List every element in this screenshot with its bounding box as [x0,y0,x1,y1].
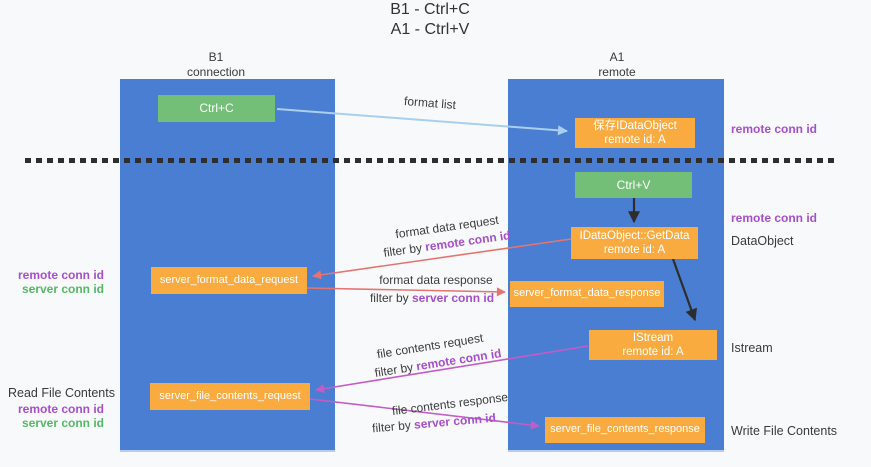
server-format-data-request-label: server_format_data_request [159,273,299,286]
lane-a1-subtitle: remote [598,65,636,79]
node-idataobject-getdata: IDataObject::GetData remote id: A [571,227,698,259]
save-dataobject-line2: remote id: A [604,134,666,146]
format-data-response-label: format data response [379,273,493,287]
title-line-1: B1 - Ctrl+C [390,1,470,18]
filter-by-text: filter by [382,240,427,260]
right-remote-conn-id-mid: remote conn id [731,211,818,225]
node-ctrl-v: Ctrl+V [575,172,692,198]
save-dataobject-line1: 保存IDataObject [593,119,677,132]
format-list-label: format list [403,93,457,113]
title-line-2: A1 - Ctrl+V [390,21,470,38]
node-save-dataobject: 保存IDataObject remote id: A [575,118,695,148]
dataobject-label: DataObject [731,234,794,248]
filter-by-text: filter by [371,417,415,436]
node-server-format-data-response: server_format_data_response [510,281,664,307]
node-server-format-data-request: server_format_data_request [151,267,307,294]
lane-a1-title: A1 [609,50,625,64]
istream-line2: remote id: A [622,346,684,358]
server-file-contents-request-label: server_file_contents_request [159,389,301,402]
right-remote-conn-id-top: remote conn id [731,122,818,136]
server-file-contents-response-label: server_file_contents_response [550,423,700,436]
filter-by-text: filter by [369,291,412,305]
file-contents-response-filter-label: filter by server conn id [372,411,497,436]
node-server-file-contents-response: server_file_contents_response [545,417,705,443]
filter-by-text: filter by [373,359,418,380]
node-server-file-contents-request: server_file_contents_request [150,383,310,410]
getdata-line2: remote id: A [603,244,666,256]
format-data-response-filter-label: filter by server conn id [370,291,494,305]
lane-b1-title: B1 [208,50,224,64]
istream-line1: IStream [632,331,674,344]
read-file-contents-label: Read File Contents [7,386,115,400]
left-server-conn-id-2: server conn id [21,416,104,430]
lane-header-b1: B1 connection [116,50,316,80]
node-istream: IStream remote id: A [589,330,717,360]
ctrl-c-label: Ctrl+C [199,101,234,115]
server-conn-id-key: server conn id [411,291,495,305]
istream-side-label: Istream [731,341,773,355]
node-ctrl-c: Ctrl+C [158,95,275,122]
lane-b1-subtitle: connection [186,65,246,79]
server-format-data-response-label: server_format_data_response [513,287,661,300]
left-server-conn-id-1: server conn id [21,282,104,296]
diagram-title: B1 - Ctrl+C A1 - Ctrl+V [0,0,860,40]
lane-header-a1: A1 remote [517,50,717,80]
ctrl-v-label: Ctrl+V [616,177,651,192]
left-remote-conn-id-2: remote conn id [17,402,104,416]
dashed-divider [25,158,835,163]
left-remote-conn-id-1: remote conn id [17,268,104,282]
write-file-contents-label: Write File Contents [731,424,838,438]
getdata-line1: IDataObject::GetData [579,229,690,242]
